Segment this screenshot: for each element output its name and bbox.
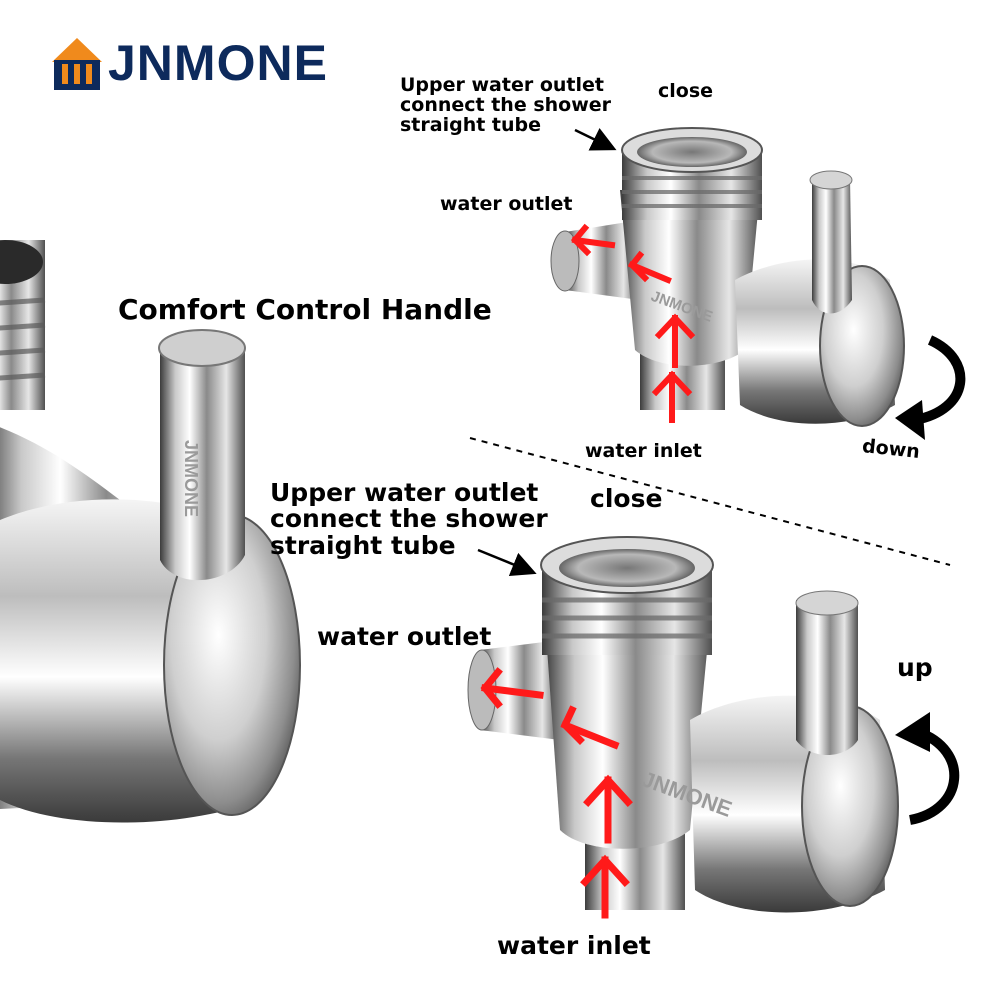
top-water-outlet-label: water outlet [440, 193, 573, 215]
bottom-valve-image [467, 536, 960, 919]
flow-arrows [570, 223, 696, 423]
flow-arrows [480, 667, 633, 919]
comfort-handle-label: Comfort Control Handle [118, 293, 492, 326]
brand-logo: JNMONE [48, 34, 328, 92]
bottom-close-label: close [590, 484, 663, 513]
bottom-upper-outlet-label: Upper water outlet connect the shower st… [270, 478, 548, 560]
handle-engraving: JNMONE [181, 440, 201, 517]
bottom-water-inlet-label: water inlet [497, 931, 651, 960]
down-arrow-icon [913, 335, 966, 425]
brand-name: JNMONE [108, 35, 328, 91]
top-valve-image [550, 127, 966, 440]
pointer-arrow-icon [477, 548, 537, 577]
section-divider [469, 437, 951, 566]
top-close-label: close [658, 80, 714, 102]
up-label: up [897, 653, 933, 682]
house-logo-icon [52, 38, 102, 90]
top-water-inlet-label: water inlet [585, 440, 702, 462]
up-arrow-icon [908, 727, 960, 825]
pointer-arrow-icon [574, 128, 617, 151]
left-closeup-valve [0, 240, 301, 823]
top-upper-outlet-label: Upper water outlet connect the shower st… [400, 74, 612, 136]
bottom-water-outlet-label: water outlet [317, 622, 492, 651]
